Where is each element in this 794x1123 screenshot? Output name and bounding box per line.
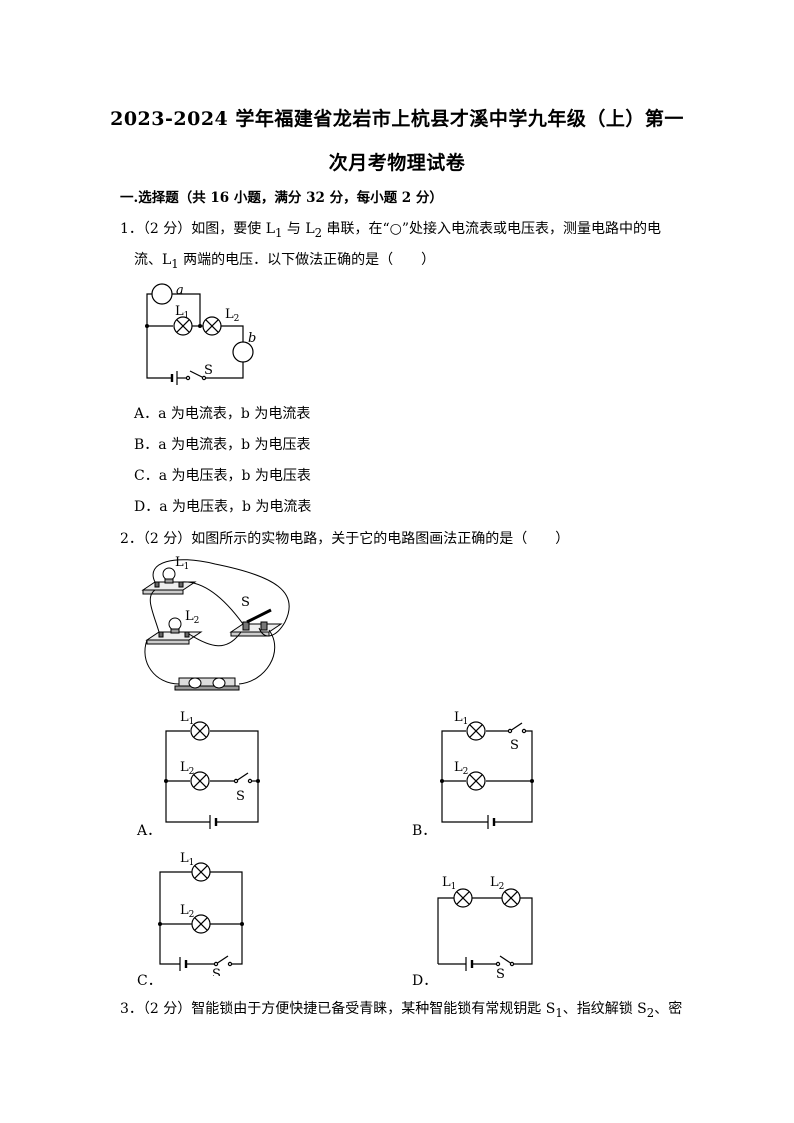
photo-l1-label: L1 bbox=[175, 555, 189, 572]
q2-option-c-circuit[interactable]: L1 L2 S bbox=[152, 846, 252, 976]
d-l1-label: L1 bbox=[442, 875, 456, 892]
q1-option-c[interactable]: C．a 为电压表，b 为电压表 bbox=[134, 468, 311, 484]
d-l2-label: L2 bbox=[490, 875, 504, 892]
q1-option-b[interactable]: B．a 为电流表，b 为电压表 bbox=[134, 437, 311, 453]
q1-stem-line1: 1．（2 分）如图，要使 L1 与 L2 串联，在“○”处接入电流表或电压表，测… bbox=[120, 221, 662, 240]
a-s-label: S bbox=[236, 789, 245, 804]
section-heading: 一.选择题（共 16 小题，满分 32 分，每小题 2 分） bbox=[120, 190, 443, 206]
q2-option-d-circuit[interactable]: L1 L2 S bbox=[432, 868, 542, 978]
q2-stem: 2．（2 分）如图所示的实物电路，关于它的电路图画法正确的是（ ） bbox=[120, 531, 570, 547]
q3-stem-line1: 3．（2 分）智能锁由于方便快捷已备受青睐，某种智能锁有常规钥匙 S1、指纹解锁… bbox=[120, 1001, 683, 1020]
page-title-line2: 次月考物理试卷 bbox=[328, 152, 466, 174]
photo-l2-label: L2 bbox=[185, 609, 199, 626]
q1-option-d[interactable]: D．a 为电压表，b 为电流表 bbox=[134, 499, 312, 515]
q2-option-b-label[interactable]: B． bbox=[412, 823, 437, 839]
meter-a-label: a bbox=[176, 283, 184, 298]
b-l1-label: L1 bbox=[454, 710, 468, 727]
q1-circuit-diagram: a L1 L2 b S bbox=[145, 283, 256, 385]
b-s-label: S bbox=[510, 738, 519, 753]
a-l1-label: L1 bbox=[180, 710, 194, 727]
q1-option-a[interactable]: A．a 为电流表，b 为电流表 bbox=[134, 406, 311, 422]
q2-option-d-label[interactable]: D． bbox=[412, 973, 438, 989]
a-l2-label: L2 bbox=[180, 760, 194, 777]
c-l2-label: L2 bbox=[180, 903, 194, 920]
meter-b-label: b bbox=[248, 331, 256, 346]
c-l1-label: L1 bbox=[180, 851, 194, 868]
q2-option-a-circuit[interactable]: L1 L2 S bbox=[160, 705, 270, 830]
lamp-l2-label: L2 bbox=[225, 307, 239, 324]
c-s-label: S bbox=[212, 967, 221, 976]
page-title-line1: 2023-2024 学年福建省龙岩市上杭县才溪中学九年级（上）第一 bbox=[110, 108, 684, 130]
q2-option-c-label[interactable]: C． bbox=[137, 973, 162, 989]
q2-option-a-label[interactable]: A． bbox=[137, 823, 162, 839]
d-s-label: S bbox=[496, 967, 505, 978]
q2-option-b-circuit[interactable]: L1 L2 S bbox=[436, 705, 546, 830]
photo-s-label: S bbox=[241, 595, 250, 610]
b-l2-label: L2 bbox=[454, 760, 468, 777]
lamp-l1-label: L1 bbox=[175, 304, 189, 321]
q1-stem-line2: 流、L1 两端的电压．以下做法正确的是（ ） bbox=[134, 252, 436, 271]
switch-s-label: S bbox=[204, 363, 213, 378]
q2-physical-circuit-image: L1 L2 S bbox=[141, 555, 290, 691]
